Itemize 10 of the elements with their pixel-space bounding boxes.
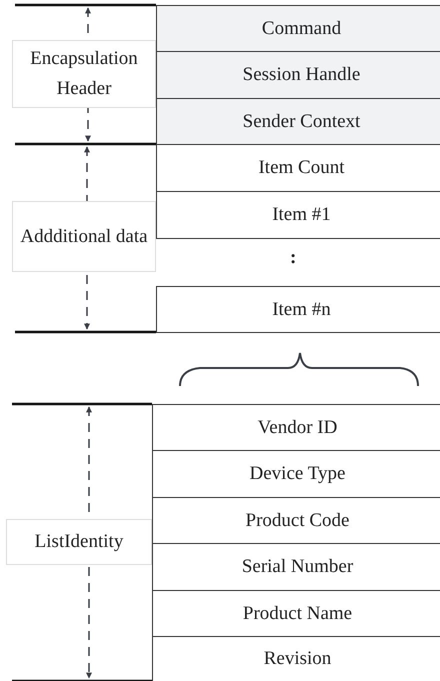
data-field: Vendor ID bbox=[152, 404, 440, 451]
data-field: Item #1 bbox=[156, 191, 440, 239]
section-label: ListIdentity bbox=[6, 519, 152, 565]
header-field: Sender Context bbox=[156, 98, 440, 145]
header-field: Session Handle bbox=[156, 51, 440, 99]
section-label: Encapsulation Header bbox=[12, 40, 156, 108]
section-label: Addditional data bbox=[12, 201, 156, 272]
data-field: Item #n bbox=[156, 286, 440, 333]
ellipsis-mark: : bbox=[290, 247, 296, 269]
header-field: Command bbox=[156, 5, 440, 52]
